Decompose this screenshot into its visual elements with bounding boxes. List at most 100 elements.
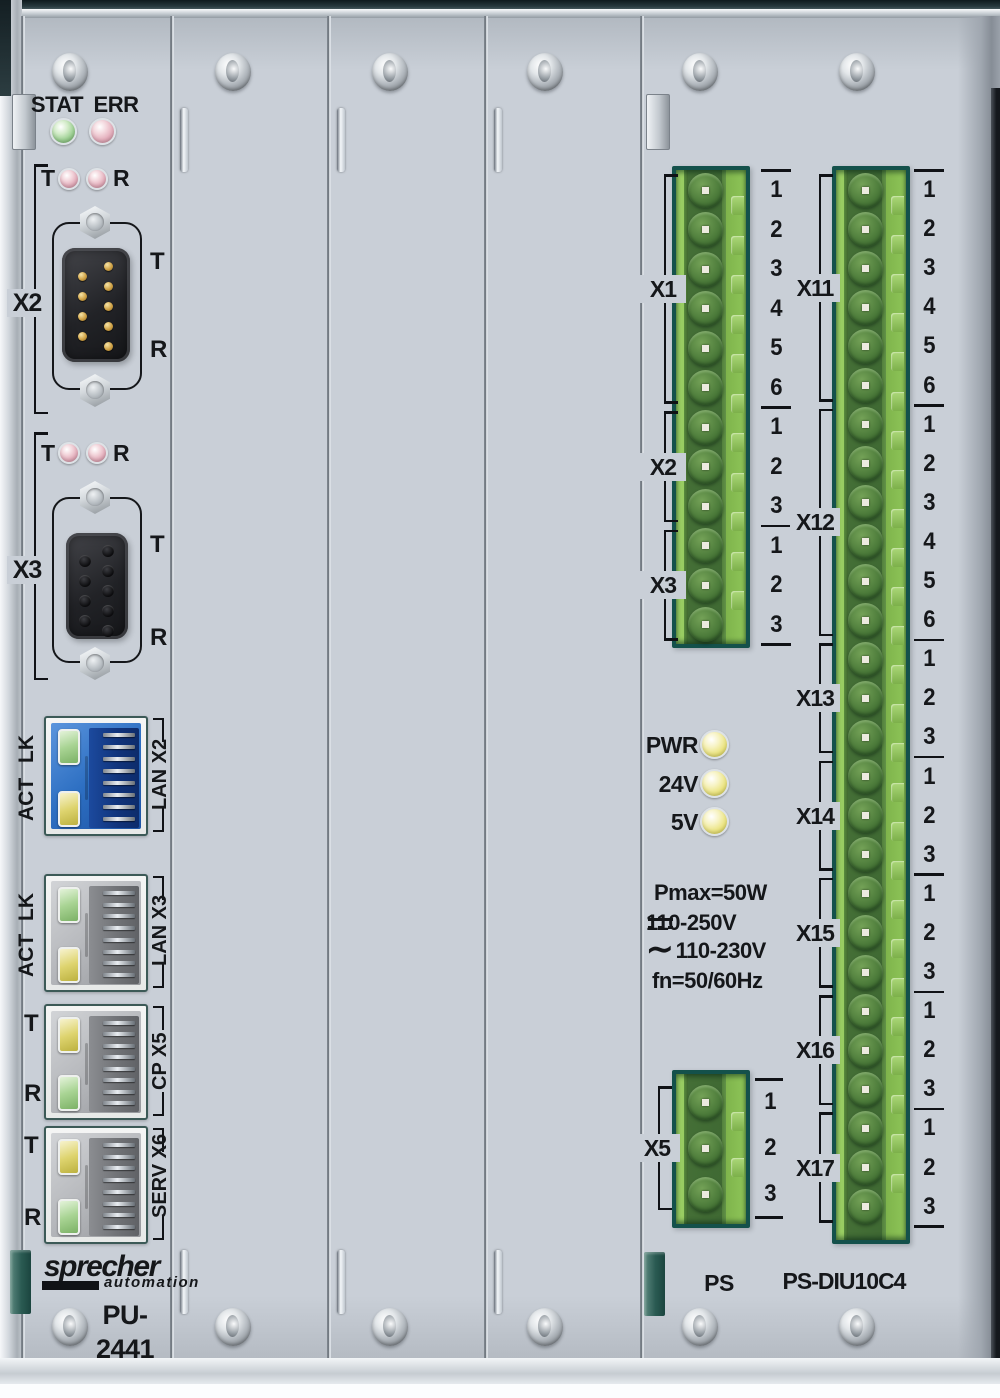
terminal-pin-number: 4: [923, 527, 935, 555]
rj45-jack: [51, 1133, 141, 1237]
rj45-jack: [51, 1011, 141, 1113]
pin-separator: [755, 1216, 783, 1219]
terminal-notch: [891, 196, 904, 216]
terminal-group-label-X3: X3: [640, 571, 686, 599]
rj45-latch-groove: [85, 1042, 88, 1086]
terminal-screw: [848, 876, 883, 912]
serial-x2-r-led: [86, 168, 108, 190]
rj45-pin: [103, 1213, 135, 1218]
terminal-pin-number: 3: [923, 488, 935, 516]
left-edge: [0, 0, 22, 1398]
serial-x3-r-led-label: R: [113, 440, 130, 466]
spec-ac-range: 110-230V: [675, 938, 767, 963]
panel-seam: [21, 16, 25, 1358]
terminal-group-label-X14: X14: [790, 801, 840, 830]
serial-x2-top-screw: [80, 206, 110, 239]
terminal-screw: [848, 602, 883, 638]
terminal-pin-number: 3: [923, 723, 935, 751]
serial-x3-t-led-label: T: [41, 440, 55, 466]
terminal-pin-number: 5: [770, 334, 782, 361]
terminal-screw: [688, 330, 723, 366]
terminal-notch: [891, 587, 904, 607]
terminal-group-label-X15: X15: [790, 918, 840, 947]
terminal-notch: [731, 512, 744, 532]
panel-screw: [372, 53, 408, 91]
db9-connector-x3: [66, 533, 128, 639]
terminal-pin-number: 1: [770, 176, 782, 203]
terminal-screw: [848, 368, 883, 403]
terminal-screw: [848, 172, 883, 208]
terminal-notch: [891, 665, 904, 685]
panel-vent-slot: [180, 1250, 188, 1314]
terminal-pin-number: 3: [923, 254, 935, 282]
db9-socket: [102, 585, 115, 597]
db9-pin: [103, 261, 113, 271]
terminal-notch: [731, 591, 744, 611]
terminal-pin-number: 3: [923, 1075, 935, 1103]
terminal-screw: [848, 719, 883, 755]
spec-dc-range: 110-250V: [646, 910, 737, 935]
terminal-notch: [891, 899, 904, 919]
terminal-pin-number: 1: [764, 1088, 776, 1115]
serial-x3-bottom-screw: [80, 647, 110, 680]
module-handle: [12, 94, 36, 150]
terminal-block-ps: [672, 166, 750, 648]
terminal-notch: [731, 354, 744, 374]
panel-vent-slot: [494, 108, 502, 172]
terminal-pin-number: 3: [923, 1192, 935, 1220]
top-rail-dark: [0, 0, 1000, 9]
spec-pmax: Pmax=50W: [654, 880, 767, 905]
terminal-pin-number: 1: [923, 176, 935, 203]
terminal-notch: [731, 1157, 744, 1177]
pin-separator: [914, 404, 944, 407]
panel-top-shading: [0, 18, 1000, 70]
port-serv-x6-top-led-label: T: [24, 1132, 39, 1159]
ethernet-port-lan-x3: [44, 874, 148, 992]
ac-symbol: ∼: [646, 930, 674, 967]
terminal-pin-number: 3: [770, 255, 782, 282]
terminal-notch: [891, 274, 904, 294]
terminal-screw: [848, 759, 883, 794]
5v-led: [700, 807, 729, 836]
db9-connector-x2: [62, 248, 130, 362]
rj45-pin: [103, 1032, 135, 1037]
terminal-screw: [688, 1176, 723, 1212]
serial-x2-side-r: R: [150, 336, 167, 363]
serial-x2-bottom-screw: [80, 374, 110, 407]
terminal-pin-number: 1: [770, 413, 782, 440]
terminal-group-label-X1: X1: [640, 274, 686, 303]
terminal-pin-number: 2: [923, 918, 935, 946]
port-side-bracket-bottom: [153, 964, 164, 988]
bottom-edge: [0, 1384, 1000, 1398]
terminal-screw: [848, 563, 883, 599]
model-label-line1: PU-: [102, 1300, 149, 1330]
rj45-pin: [103, 1089, 135, 1094]
terminal-pin-number: 2: [770, 571, 782, 598]
serial-x2-label: X2: [7, 289, 47, 317]
serial-x3-t-led: [58, 442, 80, 464]
terminal-screw: [848, 524, 883, 560]
port-side-bracket-top: [153, 718, 164, 742]
terminal-pin-number: 6: [770, 373, 782, 401]
ethernet-port-serv-x6: [44, 1126, 148, 1244]
terminal-notch: [891, 313, 904, 333]
rj45-pin: [103, 1055, 135, 1060]
terminal-notch: [731, 275, 744, 295]
rj45-pin: [103, 769, 135, 773]
pin-separator: [914, 169, 944, 172]
rj45-cavity: [89, 1016, 139, 1112]
led-r: [58, 1075, 80, 1111]
db9-socket: [78, 555, 91, 567]
panel-screw: [372, 1308, 408, 1346]
serial-x3-side-t: T: [150, 531, 165, 558]
db9-pin: [77, 331, 87, 341]
terminal-screw: [688, 1084, 723, 1120]
24v-led: [700, 769, 729, 798]
terminal-screw: [848, 407, 883, 443]
rj45-pin: [103, 926, 135, 931]
rj45-pin: [103, 1201, 135, 1206]
rj45-pin: [103, 757, 135, 761]
terminal-screw: [848, 798, 883, 834]
terminal-group-label-X17: X17: [790, 1153, 840, 1182]
